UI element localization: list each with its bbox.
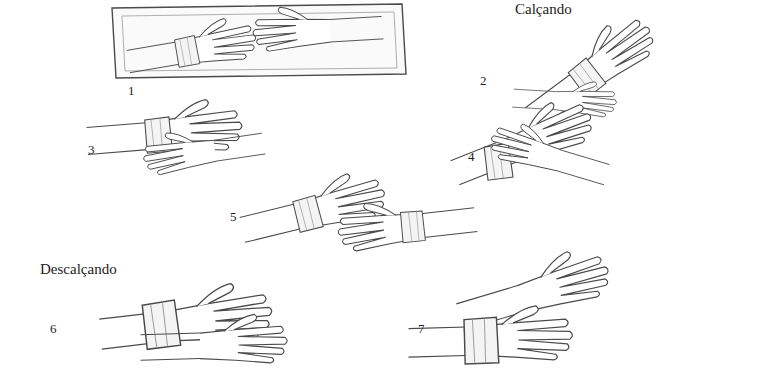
step-number: 5 <box>230 210 237 223</box>
step-number: 3 <box>88 143 95 156</box>
section-heading: Calçando <box>515 2 572 17</box>
donning-step-panel <box>512 7 662 131</box>
glove-packet-panel <box>112 0 406 78</box>
step-number: 4 <box>468 150 475 163</box>
donning-step-panel <box>235 167 477 253</box>
step-number: 7 <box>418 322 425 335</box>
step-number: 2 <box>480 74 487 87</box>
doffing-step-panel <box>97 280 287 363</box>
step-number: 6 <box>50 322 57 335</box>
donning-step-panel <box>85 98 265 177</box>
section-heading: Descalçando <box>40 262 117 277</box>
step-number: 1 <box>128 84 135 97</box>
donning-step-panel <box>444 91 614 187</box>
doffing-step-panel <box>409 243 614 364</box>
